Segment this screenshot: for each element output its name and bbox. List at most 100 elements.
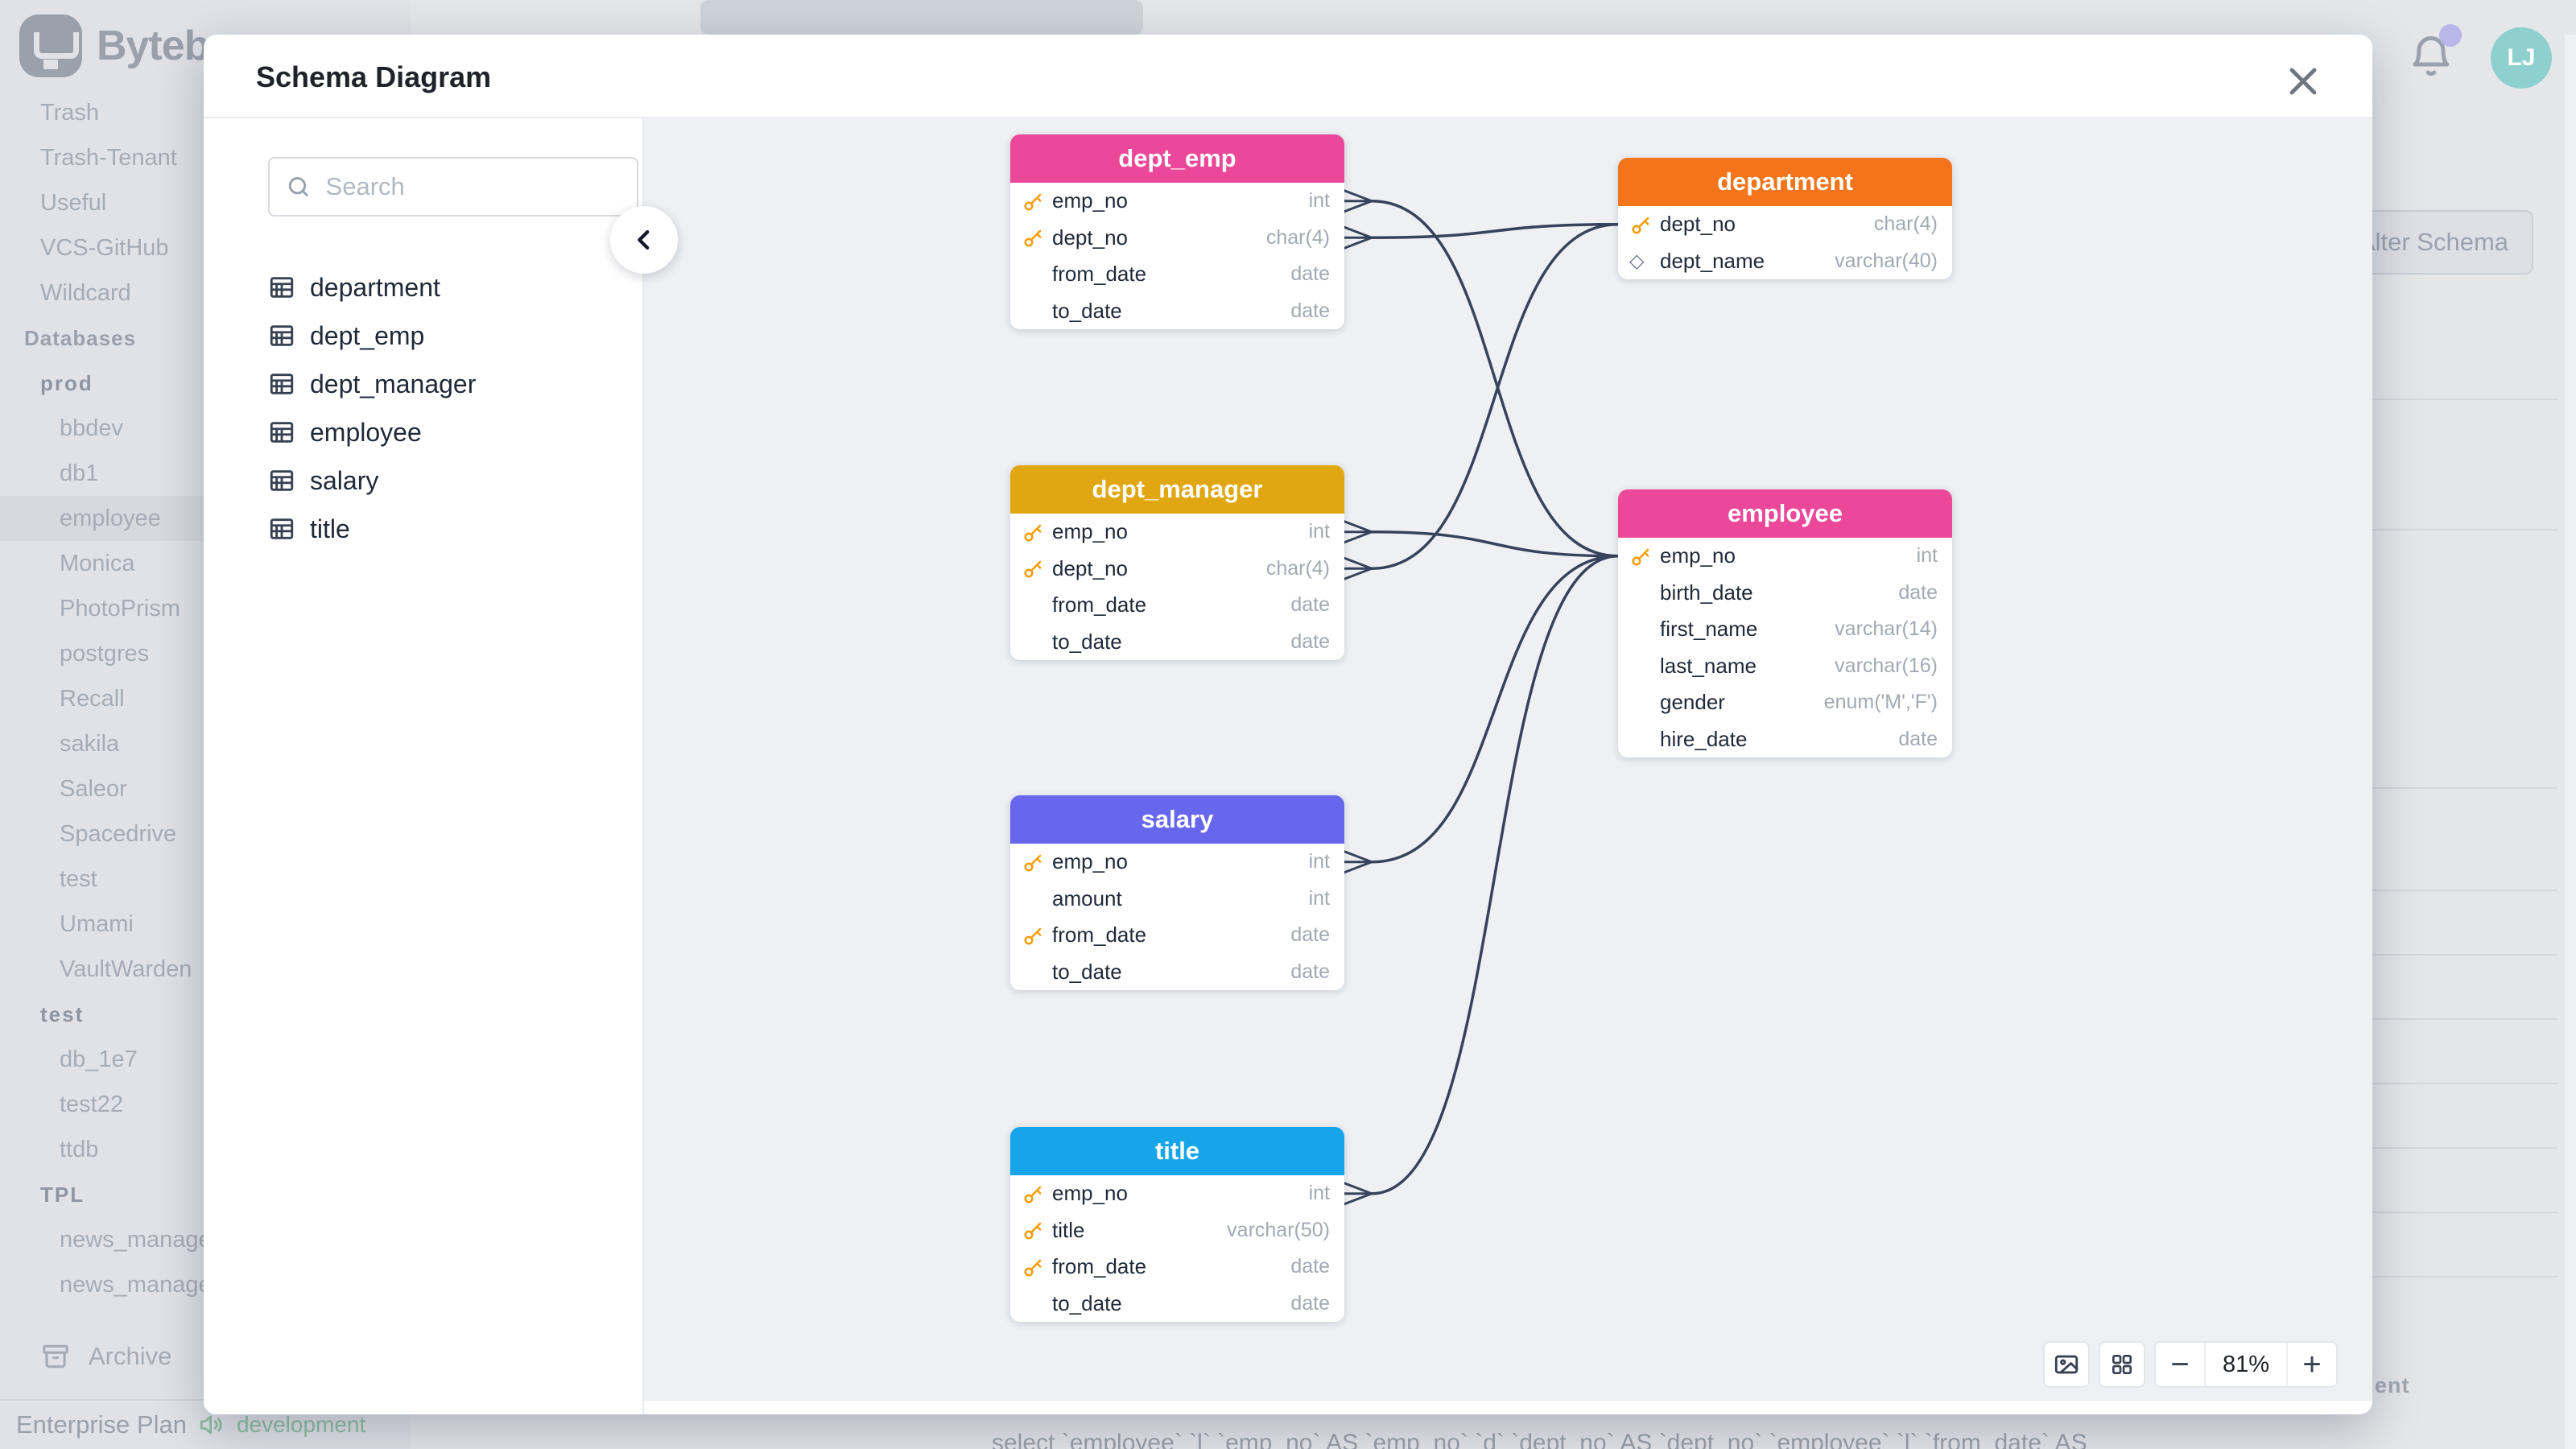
column-name: emp_no <box>1052 849 1128 874</box>
primary-key-icon <box>1629 544 1657 568</box>
sidebar-item-useful[interactable]: Useful <box>40 189 107 216</box>
diagram-table-salary[interactable]: salary emp_no int amount int from_date d… <box>1010 795 1344 990</box>
sidebar-item-prod[interactable]: prod <box>40 370 93 395</box>
export-image-button[interactable] <box>2043 1341 2090 1388</box>
search-icon <box>288 177 308 196</box>
bg-partial-text: ent <box>2375 1373 2410 1397</box>
table-list-label: salary <box>310 465 379 495</box>
table-list-item-employee[interactable]: employee <box>268 418 476 447</box>
diagram-canvas[interactable]: − 81% + dept_emp emp_no int dept_no char… <box>644 117 2372 1401</box>
column-row-from_date: from_date date <box>1010 587 1344 624</box>
avatar[interactable]: LJ <box>2491 27 2552 89</box>
sidebar-item-news_manage[interactable]: news_manage <box>60 1226 212 1253</box>
auto-layout-button[interactable] <box>2099 1341 2145 1388</box>
table-header: dept_emp <box>1010 134 1344 183</box>
table-icon <box>268 420 295 444</box>
sidebar-item-ttdb[interactable]: ttdb <box>60 1136 99 1162</box>
column-row-to_date: to_date date <box>1010 624 1344 661</box>
diagram-table-dept_emp[interactable]: dept_emp emp_no int dept_no char(4) from… <box>1010 134 1344 329</box>
primary-key-icon <box>1022 850 1049 874</box>
sidebar-item-vcs-github[interactable]: VCS-GitHub <box>40 234 169 261</box>
sidebar-item-sakila[interactable]: sakila <box>60 730 120 757</box>
close-icon[interactable] <box>2284 62 2322 101</box>
diagram-table-employee[interactable]: employee emp_no int birth_date date firs… <box>1618 489 1952 758</box>
column-row-emp_no: emp_no int <box>1010 183 1344 220</box>
sidebar-item-archive[interactable]: Archive <box>40 1341 171 1372</box>
bg-row-line <box>2372 1018 2557 1020</box>
sidebar-item-wildcard[interactable]: Wildcard <box>40 279 131 306</box>
table-list-item-department[interactable]: department <box>268 273 476 302</box>
column-type: int <box>1916 544 1938 568</box>
sidebar-item-news_manage[interactable]: news_manage <box>60 1271 212 1298</box>
column-name: from_date <box>1052 592 1147 617</box>
search-box[interactable] <box>268 157 638 217</box>
notifications-bell-icon[interactable] <box>2407 23 2462 85</box>
sidebar-item-monica[interactable]: Monica <box>60 550 135 576</box>
column-name: emp_no <box>1052 1181 1128 1206</box>
table-list-panel: department dept_emp dept_manager employee sa… <box>204 117 644 1414</box>
sidebar-item-test22[interactable]: test22 <box>60 1091 123 1117</box>
diagram-table-title[interactable]: title emp_no int title varchar(50) from_… <box>1010 1127 1344 1322</box>
table-list: department dept_emp dept_manager employee sa… <box>268 273 476 543</box>
column-row-dept_no: dept_no char(4) <box>1010 551 1344 588</box>
table-list-label: dept_manager <box>310 369 477 398</box>
sidebar-item-trash[interactable]: Trash <box>40 99 100 126</box>
table-header: title <box>1010 1127 1344 1175</box>
zoom-out-button[interactable]: − <box>2170 1346 2190 1382</box>
archive-label: Archive <box>89 1342 172 1370</box>
search-input[interactable] <box>324 171 621 202</box>
zoom-control: − 81% + <box>2154 1341 2338 1388</box>
sidebar-item-test[interactable]: test <box>60 865 97 892</box>
grid-icon <box>2112 1355 2132 1374</box>
bg-row-line <box>2372 529 2557 530</box>
column-name: emp_no <box>1052 188 1128 213</box>
table-list-item-salary[interactable]: salary <box>268 466 476 495</box>
sidebar-item-vaultwarden[interactable]: VaultWarden <box>60 956 192 982</box>
table-list-item-title[interactable]: title <box>268 514 476 543</box>
sidebar-item-trash-tenant[interactable]: Trash-Tenant <box>40 144 177 171</box>
column-row-first_name: first_name varchar(14) <box>1618 611 1952 648</box>
sidebar-item-db_1e7[interactable]: db_1e7 <box>60 1046 138 1072</box>
column-name: to_date <box>1052 1290 1122 1315</box>
sidebar-item-tpl[interactable]: TPL <box>40 1182 85 1207</box>
table-icon <box>268 275 295 299</box>
column-name: from_date <box>1052 262 1147 287</box>
zoom-in-button[interactable]: + <box>2302 1346 2322 1382</box>
canvas-toolbar: − 81% + <box>2043 1341 2338 1388</box>
table-list-item-dept_emp[interactable]: dept_emp <box>268 321 476 350</box>
column-row-birth_date: birth_date date <box>1618 575 1952 612</box>
column-row-from_date: from_date date <box>1010 256 1344 293</box>
collapse-panel-button[interactable] <box>610 206 678 274</box>
sidebar-item-photoprism[interactable]: PhotoPrism <box>60 595 180 621</box>
sidebar-item-db1[interactable]: db1 <box>60 460 99 486</box>
diagram-table-dept_manager[interactable]: dept_manager emp_no int dept_no char(4) … <box>1010 465 1344 660</box>
no-icon <box>1022 262 1049 287</box>
column-name: hire_date <box>1660 726 1748 751</box>
column-row-amount: amount int <box>1010 881 1344 918</box>
sidebar-item-recall[interactable]: Recall <box>60 685 125 712</box>
column-name: dept_no <box>1660 212 1736 237</box>
primary-key-icon <box>1022 1182 1049 1206</box>
table-header: salary <box>1010 795 1344 844</box>
no-icon <box>1022 593 1049 617</box>
sidebar-item-umami[interactable]: Umami <box>60 910 134 937</box>
sidebar-item-postgres[interactable]: postgres <box>60 640 150 667</box>
column-name: to_date <box>1052 959 1122 984</box>
column-row-emp_no: emp_no int <box>1618 538 1952 575</box>
sidebar-item-saleor[interactable]: Saleor <box>60 775 127 802</box>
sidebar-item-bbdev[interactable]: bbdev <box>60 415 124 441</box>
column-name: from_date <box>1052 1254 1147 1279</box>
environment-label: development <box>236 1412 366 1437</box>
column-type: int <box>1308 189 1330 213</box>
table-icon <box>268 324 295 348</box>
column-type: date <box>1898 727 1938 750</box>
table-list-item-dept_manager[interactable]: dept_manager <box>268 369 476 398</box>
sidebar-item-spacedrive[interactable]: Spacedrive <box>60 820 177 847</box>
no-icon <box>1629 727 1657 751</box>
sidebar-item-test[interactable]: test <box>40 1001 85 1026</box>
diagram-table-department[interactable]: department dept_no char(4) ◇ dept_name v… <box>1618 158 1952 279</box>
relations-layer <box>1343 189 1620 1206</box>
column-type: varchar(14) <box>1835 617 1938 641</box>
table-icon <box>268 517 295 541</box>
column-type: int <box>1308 886 1330 910</box>
